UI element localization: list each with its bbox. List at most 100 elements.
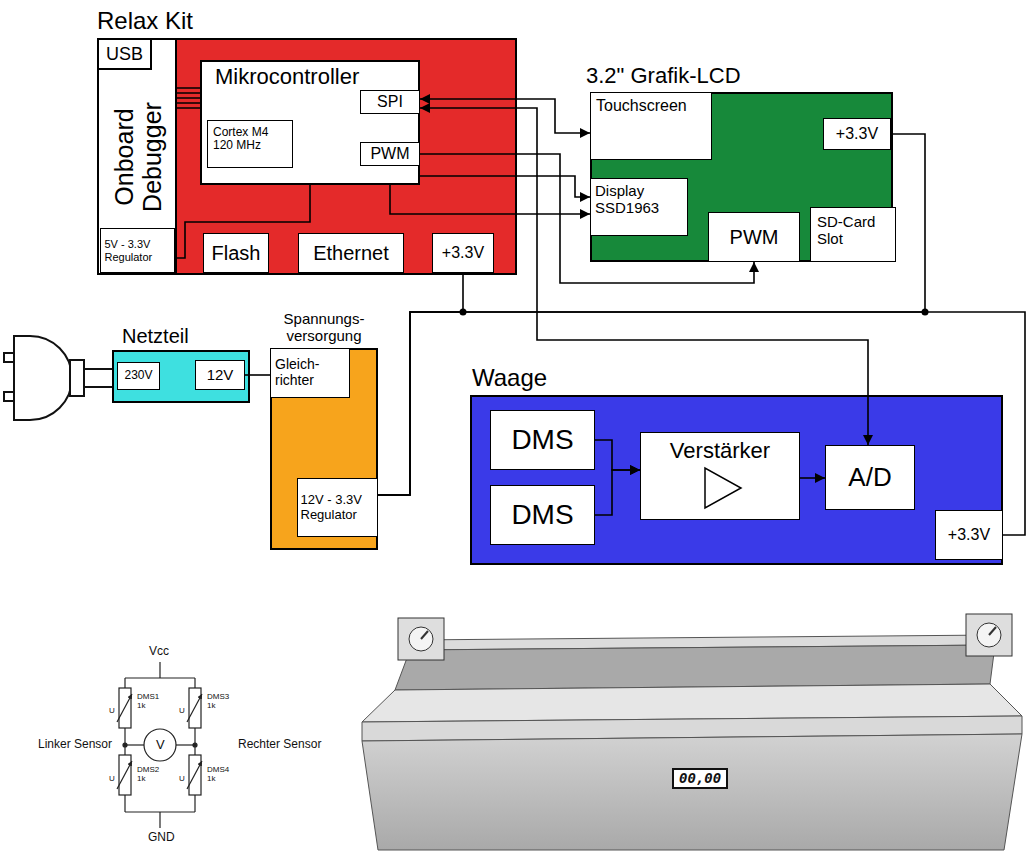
voltage-mark: U <box>109 775 115 784</box>
box-label: +3.3V <box>442 244 484 262</box>
box-label: +3.3V <box>836 125 878 143</box>
label-anchor: DMS2 1k <box>137 766 159 784</box>
component-box: MikrocontrollerCortex M4 120 MHz SPI PWM <box>200 60 420 185</box>
connector <box>245 374 270 376</box>
wire <box>124 795 125 812</box>
panel-title: Netzteil <box>122 325 189 347</box>
box-label: Verstärker <box>670 439 770 464</box>
wire <box>194 795 195 812</box>
load-cell <box>398 618 444 660</box>
module-panel: 3.2" Grafik-LCDTouchscreen+3.3VDisplay S… <box>590 92 893 262</box>
connector <box>420 154 754 283</box>
connector <box>177 88 200 108</box>
label-anchor: U <box>109 775 115 784</box>
connector <box>378 134 925 495</box>
box-label: Flash <box>212 242 261 264</box>
connector <box>420 108 868 445</box>
component-box: Verstärker <box>640 432 800 520</box>
box-label: Display SSD1963 <box>595 183 683 217</box>
component-box: SD-Card Slot <box>810 207 896 262</box>
component-box: +3.3V <box>935 510 1003 560</box>
label-anchor: U <box>179 775 185 784</box>
box-label: 12V <box>207 367 234 384</box>
variable-arrow <box>187 761 202 789</box>
label-anchor: V <box>156 738 165 752</box>
wire <box>124 678 125 688</box>
connector <box>420 99 590 133</box>
box-label: USB <box>106 44 143 64</box>
variable-arrow <box>117 694 132 722</box>
resistor-label: DMS1 1k <box>137 693 159 711</box>
label-anchor: DMS3 1k <box>207 693 229 711</box>
trough <box>395 645 995 690</box>
box-label: Gleich- richter <box>275 357 345 388</box>
component-box: Display SSD1963 <box>590 178 688 236</box>
panel-title: Spannungs- versorgung <box>272 311 376 345</box>
component-box: DMS <box>490 410 595 470</box>
dial-needle <box>989 627 996 635</box>
box-label: Touchscreen <box>596 97 687 115</box>
plug-pin <box>4 392 14 401</box>
load-cell <box>966 614 1012 656</box>
box-label: 230V <box>124 369 152 382</box>
component-box: 230V <box>117 362 160 390</box>
label-anchor: DMS1 1k <box>137 693 159 711</box>
load-cell-dial <box>977 623 1001 647</box>
junction-dot <box>123 743 127 747</box>
junction-dot <box>922 309 929 316</box>
voltmeter-symbol <box>144 729 176 761</box>
component-box: Touchscreen <box>590 92 712 160</box>
module-panel: WaageDMSDMSVerstärkerA/D+3.3V <box>470 395 1003 565</box>
supply-label: Vcc <box>149 645 169 658</box>
voltage-mark: U <box>179 775 185 784</box>
load-cell-dial <box>409 627 433 651</box>
scale-illustration <box>362 614 1022 850</box>
connector <box>175 185 310 258</box>
box-label: SPI <box>377 93 403 111</box>
component-box: 12V <box>195 360 245 390</box>
plug-body <box>14 336 72 420</box>
component-box: Gleich- richter <box>270 348 350 398</box>
wire <box>194 678 195 688</box>
panel-title: Relax Kit <box>97 8 193 35</box>
box-label: DMS <box>511 499 573 530</box>
plug-neck <box>70 360 84 396</box>
component-box: PWM <box>708 212 800 262</box>
component-box: A/D <box>825 445 915 510</box>
resistor-label: DMS2 1k <box>137 766 159 784</box>
front-lip <box>362 684 1022 722</box>
connector <box>390 185 590 214</box>
box-label: 5V - 3.3V Regulator <box>105 238 171 263</box>
display-readout: 00,00 <box>672 768 728 789</box>
wire <box>125 677 195 678</box>
label-anchor: 00,00 <box>672 768 728 789</box>
box-label: A/D <box>848 463 891 492</box>
module-panel: Netzteil230V12V <box>112 350 250 403</box>
dial-needle <box>421 631 428 639</box>
label-anchor: U <box>109 707 115 716</box>
voltage-mark: U <box>109 707 115 716</box>
box-label: Cortex M4 120 MHz <box>213 126 285 153</box>
meter-label: V <box>156 738 165 752</box>
box-label: Ethernet <box>313 242 389 264</box>
component-box: 12V - 3.3V Regulator <box>297 478 378 537</box>
wire <box>124 728 125 755</box>
component-box: PWM <box>360 142 420 166</box>
junction-dot <box>193 743 197 747</box>
module-panel: Relax KitUSBOnboard Debugger5V - 3.3V Re… <box>97 38 517 275</box>
box-label: SD-Card Slot <box>817 214 891 248</box>
label-anchor: U <box>179 707 185 716</box>
variable-arrow <box>187 694 202 722</box>
signal-label: Rechter Sensor <box>238 738 321 751</box>
front-face <box>362 734 1022 850</box>
junction-dot <box>460 309 467 316</box>
label-anchor: Linker Sensor <box>38 738 112 751</box>
box-label: +3.3V <box>948 526 990 544</box>
connector <box>378 273 463 495</box>
wire <box>125 744 144 745</box>
box-label: Mikrocontroller <box>215 65 359 90</box>
plug-pin <box>4 353 14 362</box>
panel-title: 3.2" Grafik-LCD <box>586 64 741 89</box>
resistor-label: DMS3 1k <box>207 693 229 711</box>
ground-label: GND <box>148 831 175 844</box>
